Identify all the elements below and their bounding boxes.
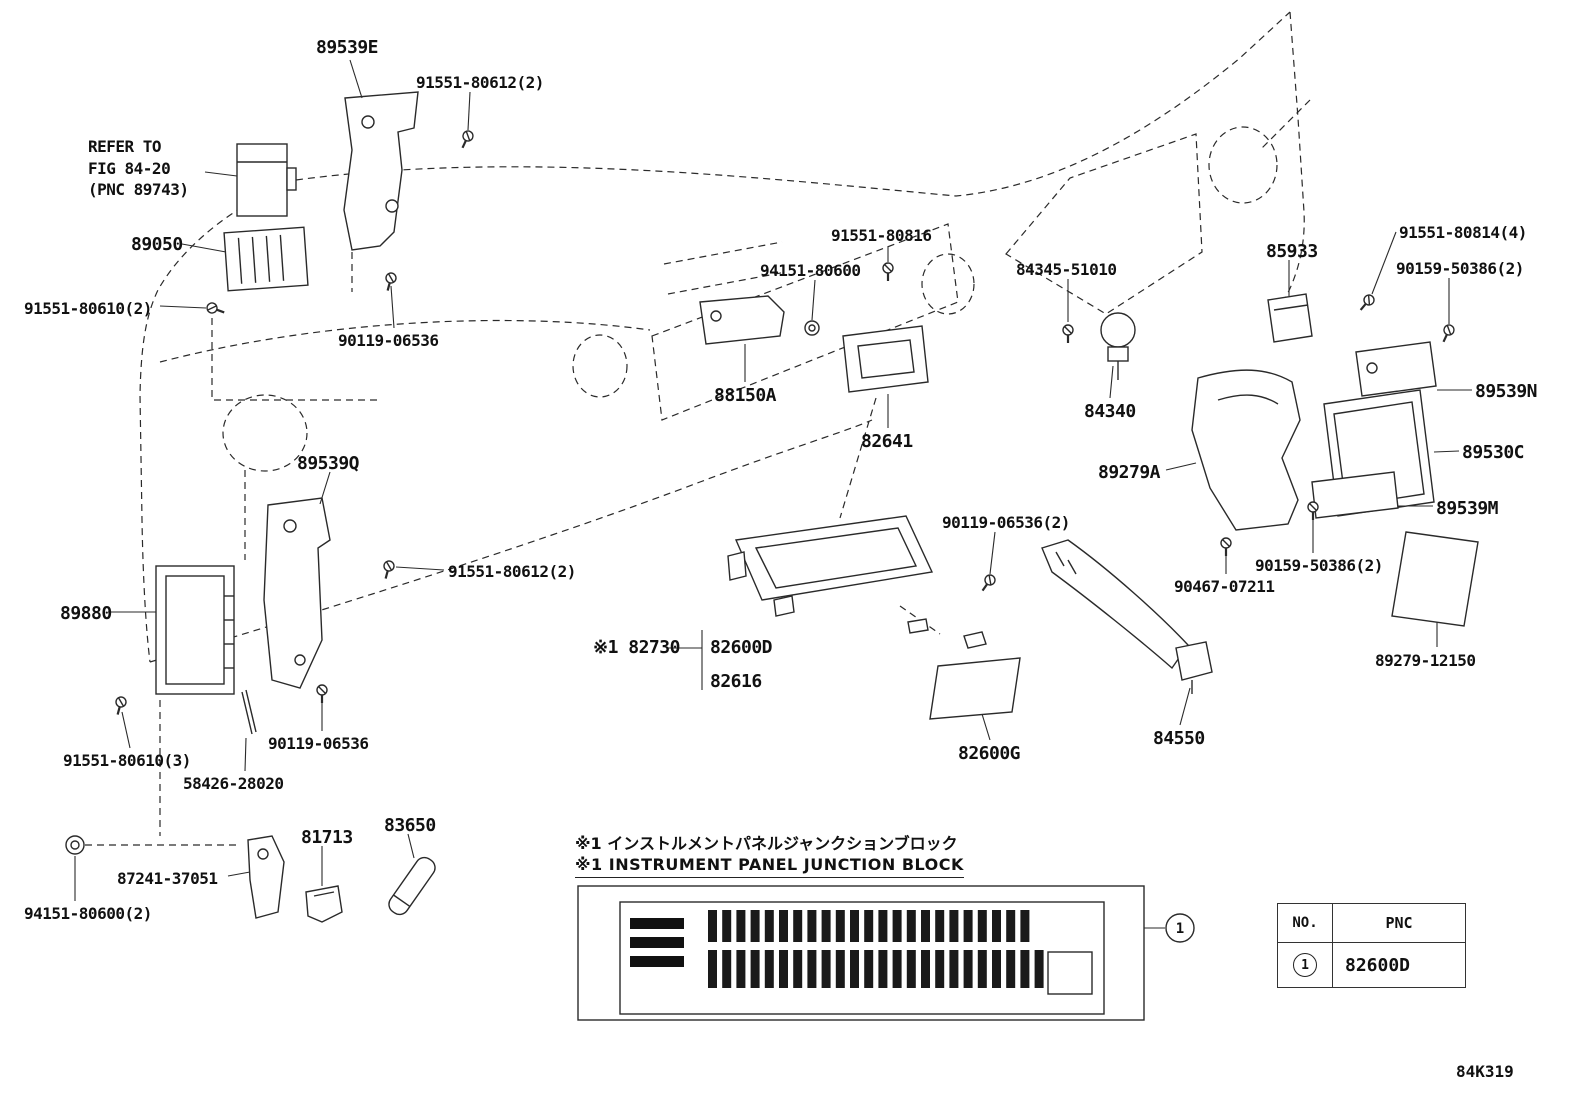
table-row: 1 82600D: [1277, 942, 1466, 988]
dashed-connectors: [85, 252, 941, 846]
drawing-code: 84K319: [1456, 1062, 1514, 1081]
junction-block-figure: 1: [577, 885, 1195, 1021]
circled-number: 1: [1293, 953, 1317, 977]
note-english: ※1 INSTRUMENT PANEL JUNCTION BLOCK: [575, 855, 964, 878]
note-japanese: ※1 インストルメントパネルジャンクションブロック: [575, 834, 958, 853]
callout-circle: [1165, 913, 1195, 943]
table-header-pnc: PNC: [1332, 903, 1466, 943]
leader-lines: [74, 59, 1472, 901]
table-cell-no: 1: [1277, 942, 1333, 988]
fuse-bars: [708, 910, 1044, 988]
table-cell-pnc: 82600D: [1332, 942, 1466, 988]
callout-number: 1: [1176, 921, 1184, 937]
component-shapes: [65, 91, 1479, 923]
pnc-table: NO. PNC 1 82600D: [1277, 903, 1466, 988]
table-header-no: NO.: [1277, 903, 1333, 943]
